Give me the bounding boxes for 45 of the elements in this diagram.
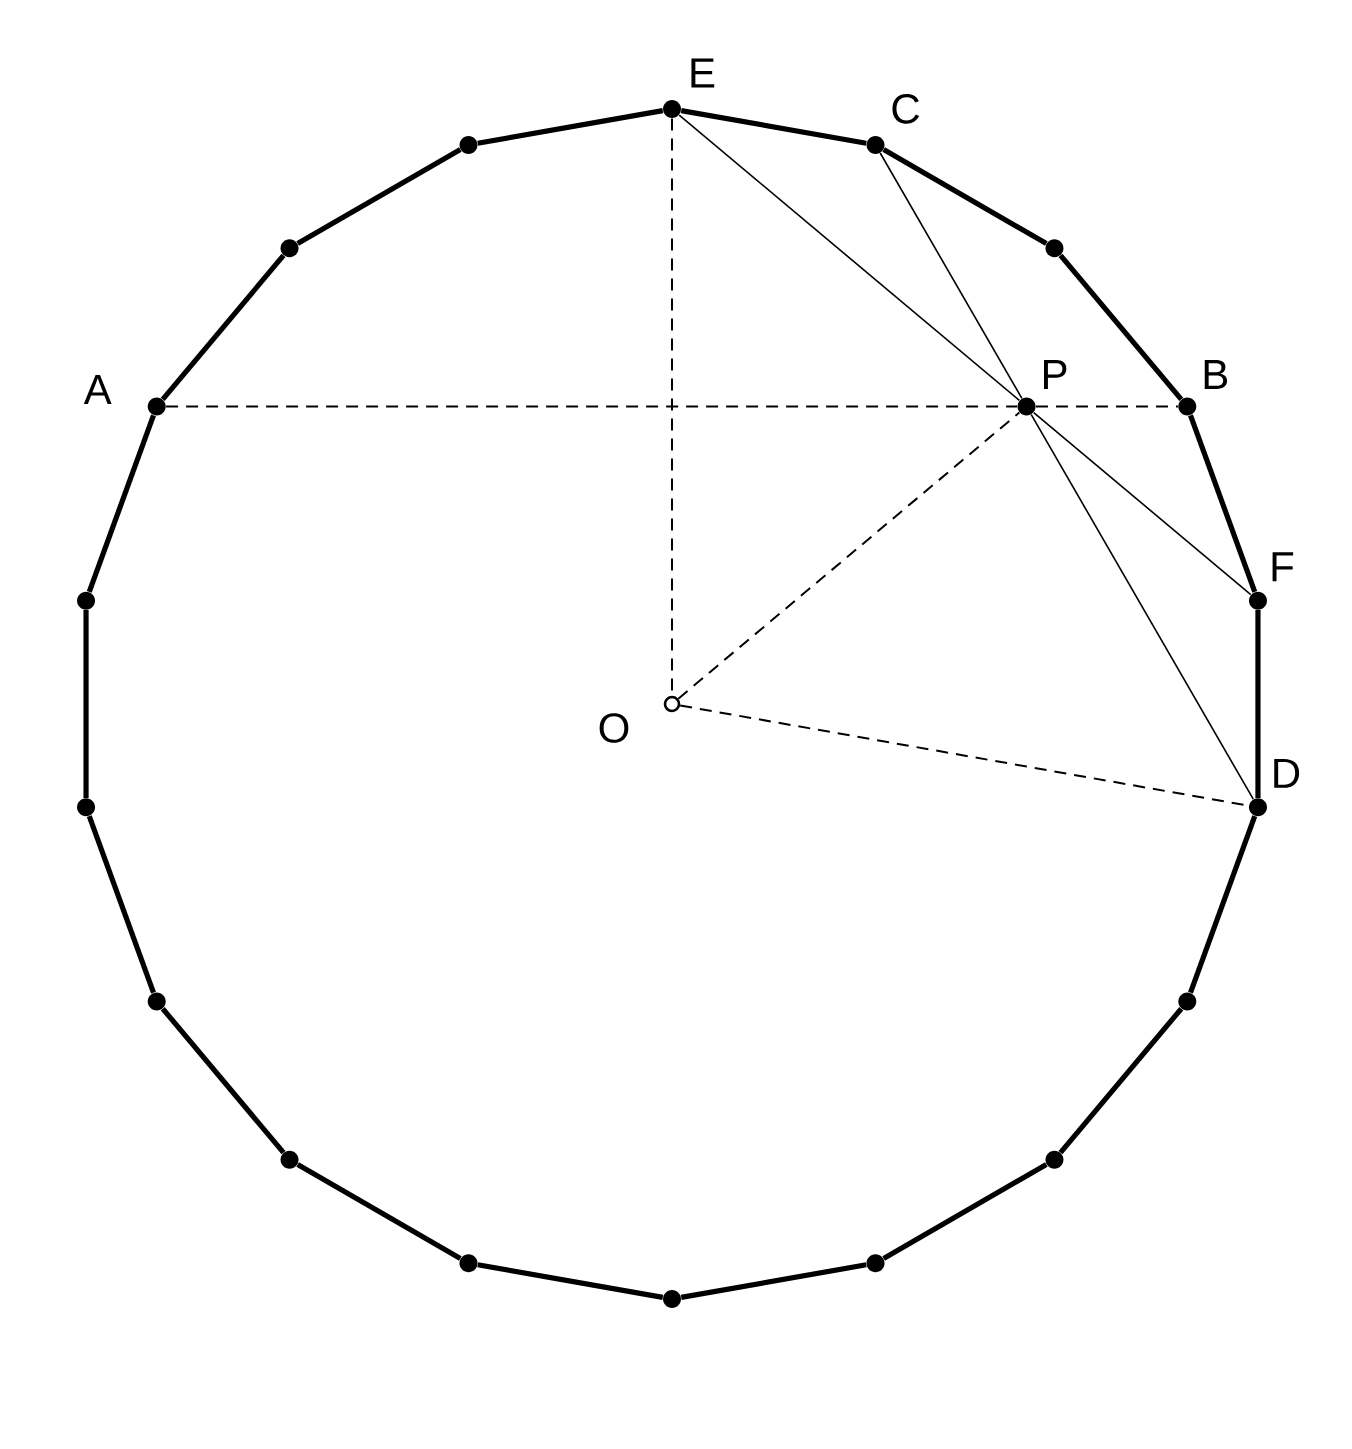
polygon-side <box>882 147 1048 246</box>
point-dot <box>459 135 478 154</box>
point-label: F <box>1272 552 1294 582</box>
dashed-line <box>165 405 1019 408</box>
polygon-side <box>882 1162 1048 1261</box>
point-dot <box>663 1290 681 1308</box>
polygon-side <box>477 108 664 146</box>
polygon-side <box>160 1007 286 1155</box>
point-dot <box>1045 239 1064 258</box>
point-dot <box>147 992 166 1011</box>
point-label: O <box>599 713 629 743</box>
line-segment <box>678 114 1021 402</box>
polygon-side <box>83 610 89 798</box>
point-dot <box>280 239 299 258</box>
polygon-side <box>296 1162 462 1261</box>
polygon-side <box>680 108 867 146</box>
polygon-side <box>1188 414 1258 593</box>
point-label: A <box>83 375 112 404</box>
point-label: C <box>892 94 920 124</box>
polygon-side <box>1058 1007 1184 1155</box>
polygon-side <box>1188 815 1258 994</box>
polygon-side <box>477 1262 664 1300</box>
point-label: D <box>1274 758 1300 788</box>
point-dot <box>866 1254 885 1273</box>
polygon-side <box>1058 253 1184 401</box>
point-dot <box>77 591 96 610</box>
dashed-line <box>677 411 1021 700</box>
polygon-side <box>680 1262 867 1300</box>
point-label: E <box>691 58 715 88</box>
dashed-line <box>1034 405 1179 408</box>
polygon-side <box>1255 610 1261 798</box>
line-segment <box>879 152 1023 400</box>
polygon-side <box>296 147 462 246</box>
polygon-side <box>86 815 156 994</box>
point-dot <box>77 798 96 817</box>
line-segment <box>1030 413 1255 800</box>
polygon-side <box>86 414 156 593</box>
point-dot <box>1178 992 1197 1011</box>
point-label: P <box>1044 360 1067 389</box>
point-dot <box>459 1254 478 1273</box>
line-segment <box>1032 411 1252 596</box>
polygon-side <box>160 253 286 401</box>
point-dot <box>1045 1150 1064 1169</box>
point-label: B <box>1204 360 1228 389</box>
point-dot <box>280 1150 299 1169</box>
